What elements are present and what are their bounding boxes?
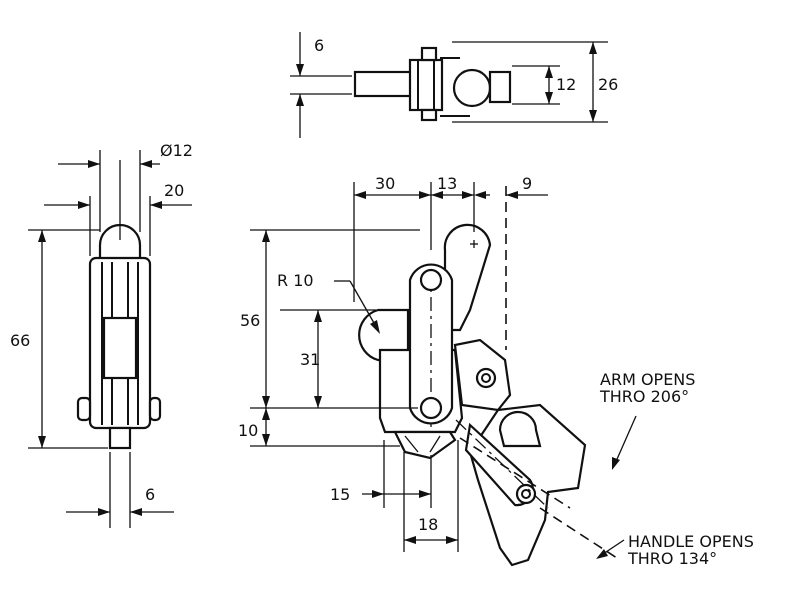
front-view-upper-pivot	[419, 268, 443, 292]
side-view-base	[108, 426, 132, 450]
note-handle-line2: THRO 134°	[627, 549, 717, 568]
dim-overall-height: 66	[10, 331, 30, 350]
front-view-housing	[443, 223, 492, 332]
top-view: 6 12 26	[290, 32, 618, 138]
dim-pivot-diameter: Ø12	[160, 141, 193, 160]
dim-side-width: 20	[164, 181, 184, 200]
dim-top-outer-width: 26	[598, 75, 618, 94]
note-arm-line2: THRO 206°	[599, 387, 689, 406]
top-view-pin-bottom	[420, 108, 438, 122]
side-view-window	[102, 316, 138, 380]
front-view-lobe	[358, 308, 410, 362]
side-view-pin-right	[148, 396, 162, 422]
front-view-link-pin	[475, 367, 497, 389]
dim-height-10: 10	[238, 421, 258, 440]
front-view: 30 13 9 R 10 56 31 1	[238, 174, 621, 567]
front-view-handle-pin	[515, 483, 537, 505]
top-view-hub	[452, 68, 492, 108]
dim-horiz-reach: 30	[375, 174, 395, 193]
side-view: Ø12 20 66 6	[10, 141, 193, 528]
top-view-block	[408, 58, 444, 112]
front-view-lower-pivot	[419, 396, 443, 420]
note-handle-line1: HANDLE OPENS	[628, 532, 754, 551]
dim-height-56: 56	[240, 311, 260, 330]
dim-top-inner-width: 12	[556, 75, 576, 94]
dim-height-31: 31	[300, 350, 320, 369]
dim-radius: R 10	[277, 271, 314, 290]
dim-base-15: 15	[330, 485, 350, 504]
top-view-arm	[488, 70, 512, 104]
dim-base-18: 18	[418, 515, 438, 534]
dim-horiz-offset: 13	[437, 174, 457, 193]
front-view-foot	[393, 430, 457, 460]
dim-right-gap: 9	[522, 174, 532, 193]
front-view-handle-knuckle	[498, 410, 542, 448]
note-arm-line1: ARM OPENS	[600, 370, 695, 389]
dim-top-thickness: 6	[314, 36, 324, 55]
dim-base-thickness: 6	[145, 485, 155, 504]
top-view-pin-top	[420, 46, 438, 62]
top-view-plate	[353, 70, 417, 98]
side-view-pin-left	[76, 396, 92, 422]
opening-notes: ARM OPENS THRO 206° HANDLE OPENS THRO 13…	[596, 370, 754, 568]
